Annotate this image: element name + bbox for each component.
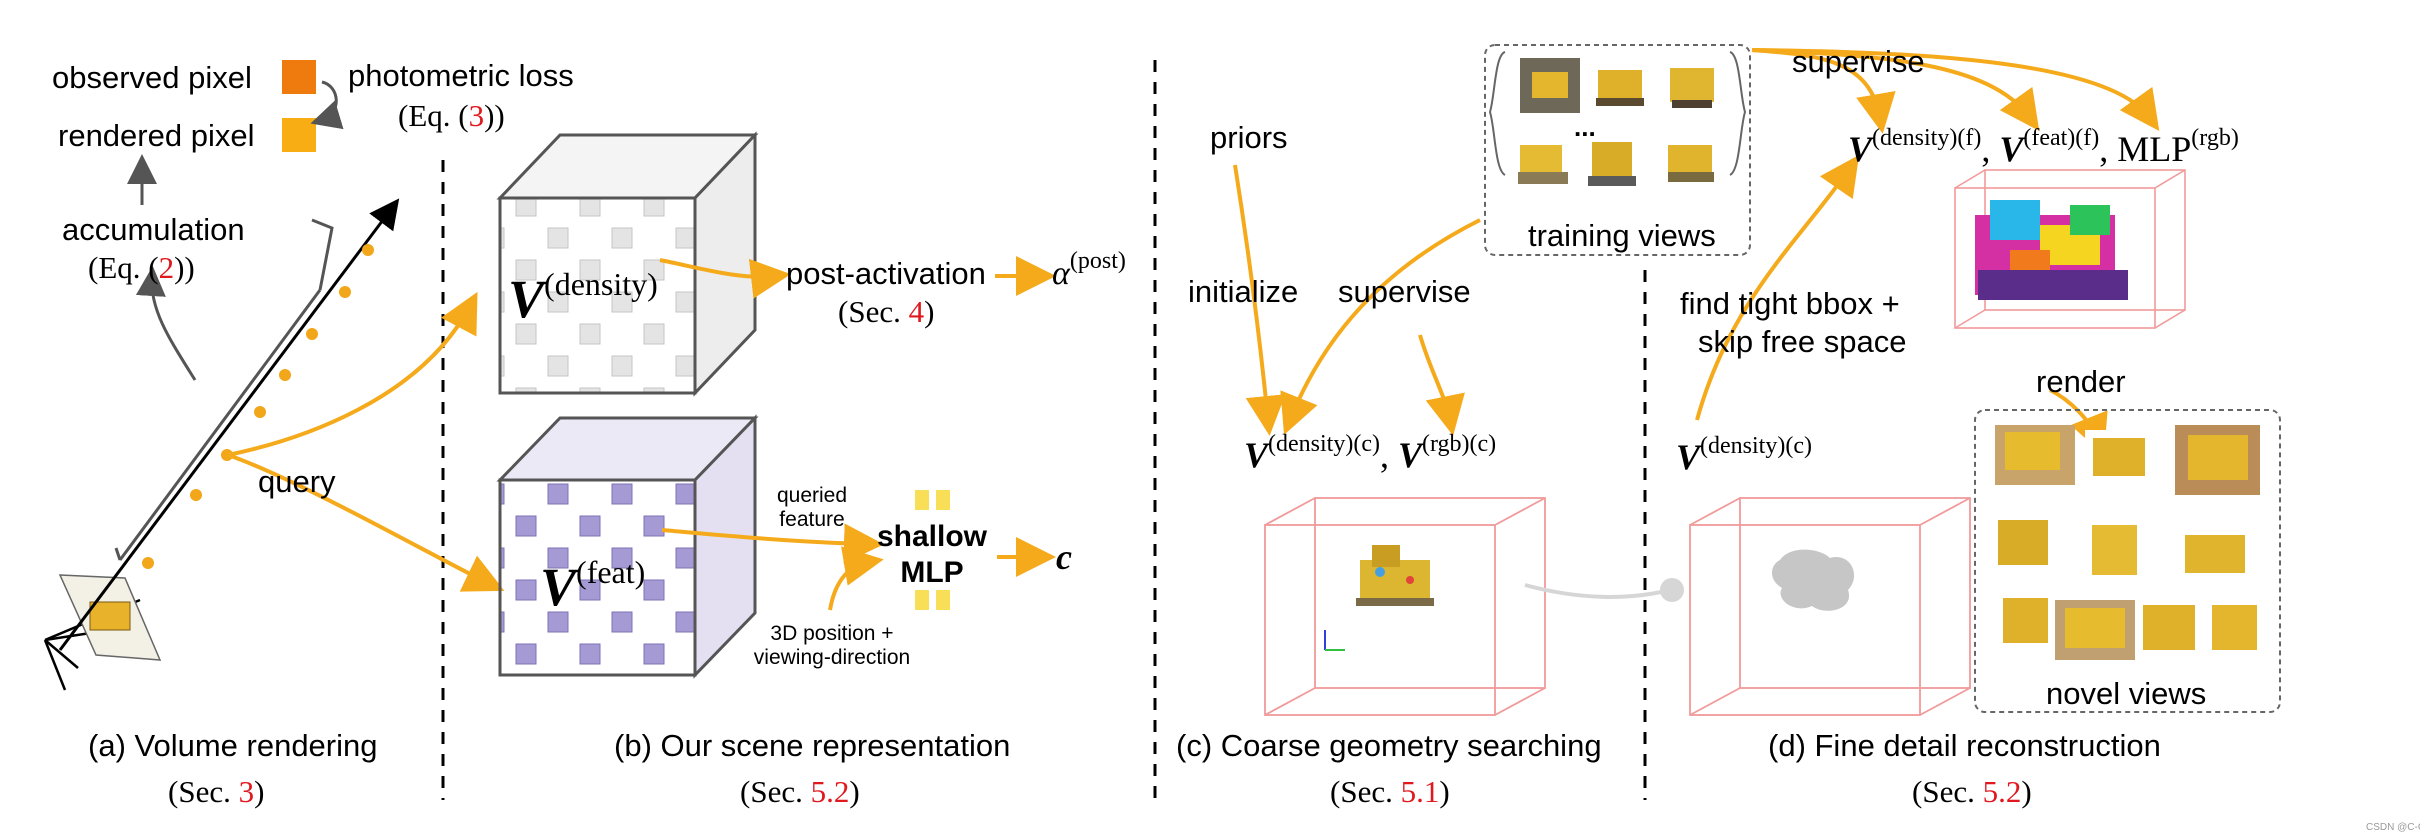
query-arrow-feat (227, 453, 505, 592)
c-output-symbol: c (1056, 537, 1072, 577)
coarse-geometry-object (1356, 545, 1434, 606)
queried-feature-line2: feature (779, 508, 845, 531)
coarse-shape-silhouette (1772, 549, 1855, 611)
training-view-thumbs (1512, 58, 1722, 190)
image-plane-thumb (89, 601, 131, 631)
supervise-rgb-arrow (1418, 334, 1465, 436)
photometric-eq: (Eq. (3)) (398, 98, 505, 133)
caption-c: (c) Coarse geometry searching (1176, 728, 1602, 763)
rendered-pixel-swatch (282, 118, 316, 152)
accumulation-label: accumulation (62, 212, 245, 247)
supervise-mlp-arrow (1751, 48, 2160, 132)
fine-bbox-render (1954, 169, 2186, 329)
training-views-frame (1484, 44, 1751, 256)
sec-b: (Sec. 5.2) (740, 774, 860, 809)
find-bbox-line1: find tight bbox + (1680, 286, 1900, 321)
query-label: query (258, 464, 336, 499)
feature-to-mlp-arrow (661, 523, 884, 564)
coarse-to-fine-link (1524, 583, 1671, 599)
caption-a: (a) Volume rendering (88, 728, 378, 763)
supervise-label-d: supervise (1792, 44, 1925, 79)
watermark: CSDN @C-G (2366, 822, 2420, 833)
density-to-postact-arrow (659, 258, 791, 299)
sec-a: (Sec. 3) (168, 774, 265, 809)
bracket-arrow (135, 266, 197, 381)
accumulation-eq: (Eq. (2)) (88, 250, 195, 285)
fine-outputs: V(density)(f), V(feat)(f), MLP(rgb) (1848, 125, 2239, 169)
post-activation-sec: (Sec. 4) (838, 294, 935, 329)
caption-d: (d) Fine detail reconstruction (1768, 728, 2161, 763)
camera-ray (58, 198, 400, 651)
novel-views-label: novel views (2046, 676, 2207, 711)
training-views-label: training views (1528, 218, 1716, 253)
panel-separators (441, 60, 1647, 800)
v-feat-symbol: V(feat) (540, 554, 646, 617)
post-activation-label: post-activation (786, 256, 986, 291)
ray-bracket (114, 218, 334, 561)
mlp-shallow-label: shallow (876, 520, 988, 553)
views-supervise-density-arrow (1280, 218, 1481, 435)
coarse-bbox (1264, 497, 1546, 716)
fine-render-object (1975, 200, 2128, 300)
photometric-loss-label: photometric loss (348, 58, 574, 93)
rendered-pixel-label: rendered pixel (58, 118, 255, 153)
find-bbox-line2: skip free space (1698, 324, 1907, 359)
query-arrow-density (227, 291, 478, 457)
sec-d: (Sec. 5.2) (1912, 774, 2032, 809)
novel-views-frame (1974, 409, 2281, 713)
caption-b: (b) Our scene representation (614, 728, 1011, 763)
position-line2: viewing-direction (753, 646, 911, 669)
views-ellipsis: ... (1574, 112, 1596, 142)
mlp-label: MLP (900, 556, 964, 589)
v-density-c-symbol-d: V(density)(c) (1676, 433, 1812, 477)
sec-c: (Sec. 5.1) (1330, 774, 1450, 809)
supervise-label-c: supervise (1338, 274, 1471, 309)
alpha-post-symbol: α(post) (1052, 248, 1126, 292)
density-cube (496, 131, 759, 397)
mlp-bars (915, 490, 950, 610)
feature-cube (496, 414, 759, 679)
observed-pixel-swatch (282, 60, 316, 94)
fine-bbox-empty (1689, 497, 1971, 716)
priors-label: priors (1210, 120, 1288, 155)
find-bbox-arrow (1695, 154, 1860, 421)
observed-pixel-label: observed pixel (52, 60, 252, 95)
ray-samples (142, 244, 374, 569)
panel-a-graphics (43, 60, 505, 691)
position-to-mlp-arrow (828, 546, 884, 611)
initialize-label: initialize (1188, 274, 1299, 309)
queried-feature-line1: queried (776, 484, 848, 507)
novel-view-thumbs (1990, 425, 2265, 660)
loss-arrow (310, 80, 344, 130)
position-line1: 3D position + (770, 622, 894, 645)
v-density-symbol: V(density) (508, 266, 658, 329)
priors-init-arrow (1233, 164, 1286, 436)
v-density-c-rgb-c: V(density)(c), V(rgb)(c) (1244, 431, 1497, 475)
render-label: render (2036, 364, 2126, 399)
